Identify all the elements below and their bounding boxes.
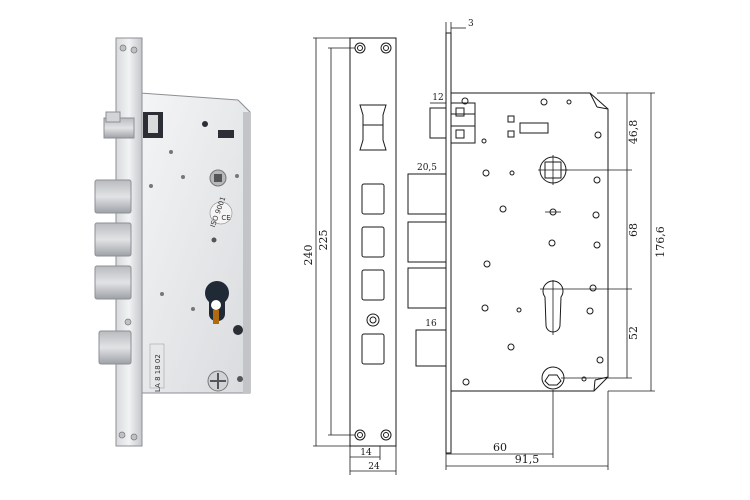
dim-225: 225 (317, 230, 330, 251)
dim-46-8: 46,8 (627, 120, 640, 145)
faceplate-screw-icon (118, 431, 126, 439)
dim-240: 240 (302, 245, 315, 266)
dim-12: 12 (432, 93, 443, 103)
dim-3: 3 (468, 19, 474, 29)
dim-14: 14 (360, 448, 372, 458)
faceplate-screw-icon (119, 44, 127, 52)
stamp-label (209, 201, 233, 225)
cylinder-keyhole-icon (205, 281, 229, 324)
faceplate-drawing: 240 225 14 24 (302, 37, 397, 475)
svg-text:LA 8 18 02: LA 8 18 02 (154, 354, 162, 392)
deadbolt (94, 265, 132, 300)
stamp-line: CE (221, 214, 230, 222)
dim-24: 24 (368, 462, 380, 472)
dim-176-6: 176,6 (654, 226, 667, 258)
spindle-icon (207, 370, 229, 392)
deadbolt (98, 330, 132, 365)
dim-91-5: 91,5 (515, 453, 540, 466)
deadbolt (94, 179, 132, 214)
deadbolt (94, 222, 132, 257)
faceplate-screw-icon (130, 433, 138, 441)
lock-photo: ISO 9001 CE LA 8 18 02 (94, 37, 251, 447)
dim-16: 16 (425, 319, 437, 329)
faceplate-screw-icon (124, 318, 132, 326)
dim-20-5: 20,5 (417, 163, 437, 173)
lock-case-drawing: 3 12 20,5 16 176,6 46,8 68 52 60 91,5 (407, 19, 667, 470)
faceplate-screw-icon (130, 46, 138, 54)
dim-68: 68 (627, 223, 640, 237)
dim-52: 52 (627, 326, 640, 340)
latch (103, 111, 163, 139)
dim-60: 60 (493, 441, 507, 454)
